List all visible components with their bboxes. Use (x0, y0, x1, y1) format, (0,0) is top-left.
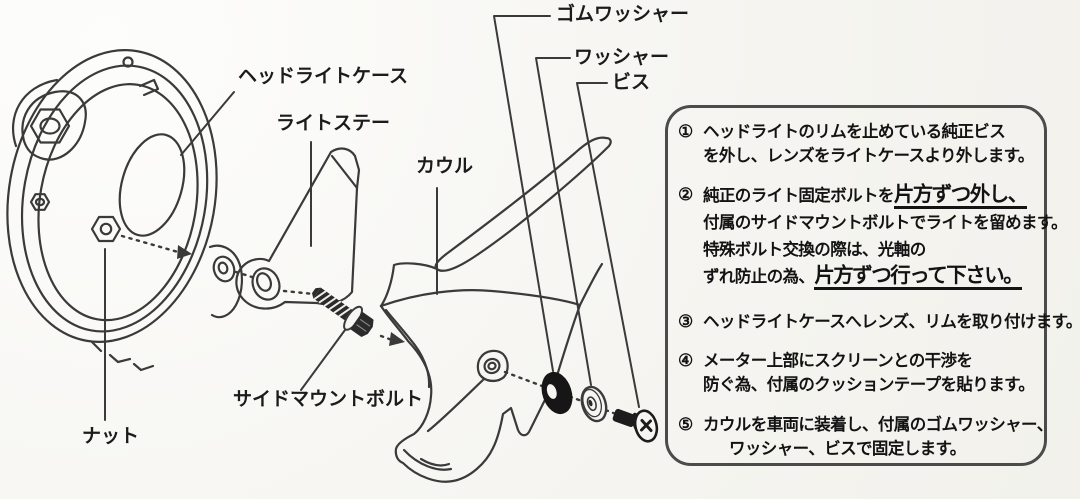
instruction-line: ずれ防止の為、片方ずつ行って下さい。 (703, 264, 1067, 291)
instruction-line: メーター上部にスクリーンとの干渉を (703, 352, 973, 370)
case-side-boss (208, 244, 243, 319)
instruction-line: 純正のライト固定ボルトを片方ずつ外し、 (703, 183, 1067, 210)
instruction-item-4: ④ メーター上部にスクリーンとの干渉を 防ぐ為、付属のクッションテープを貼ります… (678, 349, 1039, 397)
instructions-panel: ① ヘッドライトのリムを止めている純正ビス を外し、レンズをライトケースより外し… (665, 105, 1080, 466)
instruction-text: カウルを車両に装着し、付属のゴムワッシャー、 ワッシャー、ビスで固定します。 (703, 413, 1053, 461)
light-stay-drawing (235, 147, 361, 310)
label-light-stay: ライトステー (276, 113, 391, 134)
leader-headlight-case (180, 91, 235, 156)
instruction-line: を外し、レンズをライトケースより外します。 (703, 147, 1034, 165)
case-top-left-nut (11, 78, 87, 161)
cowl-drawing (379, 136, 612, 483)
instruction-item-1: ① ヘッドライトのリムを止めている純正ビス を外し、レンズをライトケースより外し… (678, 120, 1039, 168)
instruction-text: 純正のライト固定ボルトを片方ずつ外し、 付属のサイドマウントボルトでライトを留め… (703, 183, 1068, 291)
instruction-number: ② (678, 185, 694, 204)
instruction-text: ヘッドライトのリムを止めている純正ビス を外し、レンズをライトケースより外します… (703, 120, 1034, 168)
leader-washer (535, 57, 592, 386)
instruction-number: ⑤ (678, 415, 694, 434)
instruction-text-segment: ずれ防止の為、 (703, 268, 815, 286)
instruction-line: 付属のサイドマウントボルトでライトを留めます。 (703, 214, 1068, 232)
headlight-case-drawing (6, 49, 243, 372)
case-bottom-tabs (90, 340, 155, 372)
instruction-item-2: ② 純正のライト固定ボルトを片方ずつ外し、 付属のサイドマウントボルトでライトを… (678, 183, 1068, 291)
instruction-item-3: ③ ヘッドライトケースへレンズ、リムを取り付けます。 (678, 310, 1080, 334)
leader-screw (576, 82, 640, 408)
instruction-line: 防ぐ為、付属のクッションテープを貼ります。 (703, 376, 1035, 394)
instruction-line: ヘッドライトケースへレンズ、リムを取り付けます。 (703, 313, 1080, 331)
case-top-hole (122, 56, 134, 68)
label-washer: ワッシャー (574, 47, 670, 68)
leader-rubber-washer (493, 15, 554, 372)
leader-lines (104, 15, 640, 421)
lens-opening (118, 133, 186, 237)
instruction-text-emphasis: 片方ずつ行って下さい。 (814, 265, 1024, 290)
label-nut: ナット (82, 426, 140, 447)
stay-hole (251, 267, 281, 301)
instruction-text-emphasis: 片方ずつ外し、 (893, 184, 1028, 209)
instruction-line: カウルを車両に装着し、付属のゴムワッシャー、 (703, 416, 1053, 434)
case-left-small-nut (29, 193, 51, 211)
instruction-number: ① (678, 122, 694, 141)
instruction-number: ③ (678, 312, 694, 331)
cowl-fin (434, 136, 612, 272)
side-mount-bolt-drawing (312, 287, 374, 337)
stay-fold-line (330, 154, 359, 190)
label-cowl: カウル (416, 156, 474, 177)
case-rim-notch (138, 78, 160, 97)
label-side-mount-bolt: サイドマウントボルト (233, 389, 424, 410)
arrowheads (177, 245, 405, 346)
label-rubber-washer: ゴムワッシャー (556, 4, 690, 25)
cowl-tab-hole (476, 349, 509, 383)
instruction-line: 特殊ボルト交換の際は、光軸の (703, 241, 926, 259)
instruction-item-5: ⑤ カウルを車両に装着し、付属のゴムワッシャー、 ワッシャー、ビスで固定します。 (678, 413, 1053, 461)
instruction-text: ヘッドライトケースへレンズ、リムを取り付けます。 (703, 310, 1080, 334)
instruction-line: ヘッドライトのリムを止めている純正ビス (703, 123, 1006, 141)
washer-drawing (580, 385, 608, 423)
nut-drawing (90, 215, 122, 243)
screw-drawing (612, 408, 659, 443)
label-screw: ビス (612, 72, 651, 93)
label-headlight-case: ヘッドライトケース (238, 66, 409, 87)
instruction-number: ④ (678, 351, 694, 370)
instruction-text: メーター上部にスクリーンとの干渉を 防ぐ為、付属のクッションテープを貼ります。 (703, 349, 1035, 397)
leader-side-mount-bolt (300, 329, 346, 391)
instruction-line: ワッシャー、ビスで固定します。 (729, 440, 966, 458)
rubber-washer-drawing (541, 371, 573, 415)
instruction-text-segment: 純正のライト固定ボルトを (703, 187, 894, 205)
